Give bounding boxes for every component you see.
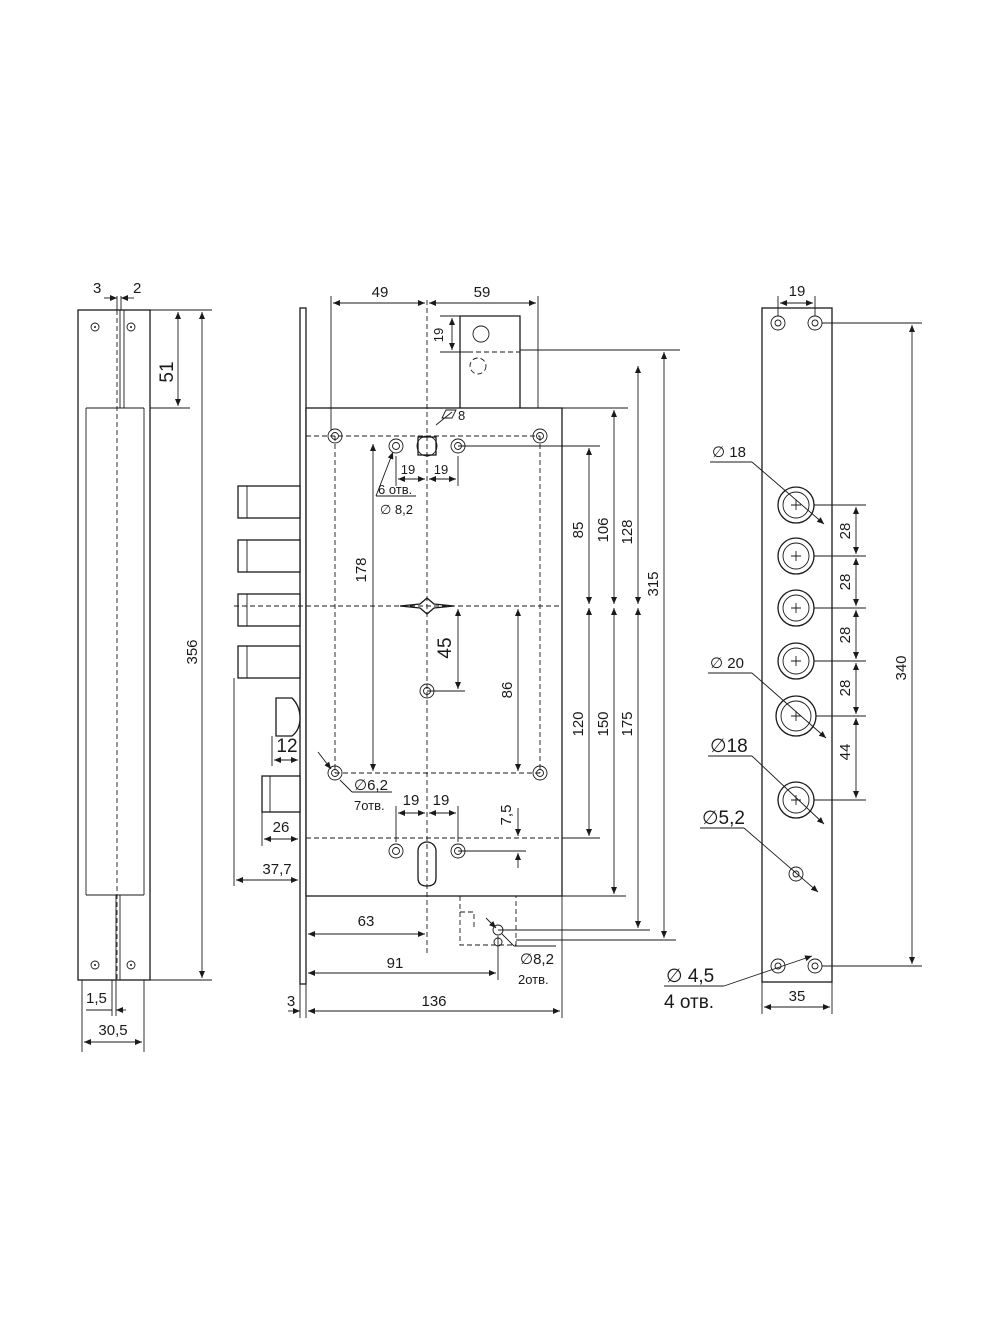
side-view: 3 2 51 356 1,5 30,5: [77, 280, 212, 1052]
front-faceplate-edge: [299, 307, 307, 985]
front-view: 49 59 19 8 19 19 6 отв. ∅ 8,2 178 45 86: [233, 284, 680, 1018]
strike-hole-2: [777, 537, 815, 575]
front-dim-7-5: 7,5: [498, 805, 515, 826]
front-dim-59: 59: [474, 284, 491, 301]
strike-dim-35: 35: [789, 988, 806, 1005]
front-holes-7: 7отв.: [354, 798, 385, 813]
strike-dim-19: 19: [789, 283, 806, 300]
front-dim-26: 26: [273, 819, 290, 836]
side-dim-2: 2: [133, 280, 141, 297]
strike-dia-18-bottom: ∅18: [710, 736, 748, 757]
latch-spindle: [399, 597, 455, 615]
side-faceplate: [77, 309, 151, 981]
lock-body: [305, 407, 563, 897]
front-dim-128: 128: [619, 519, 636, 544]
deadbolt-3: [237, 593, 301, 627]
front-dim-19-top: 19: [431, 328, 446, 342]
deadbolt-1: [237, 485, 301, 519]
front-dim-315: 315: [645, 571, 662, 596]
latch-bolt: [275, 697, 301, 737]
front-dim-49: 49: [372, 284, 389, 301]
front-dim-175: 175: [619, 711, 636, 736]
front-dim-19-a: 19: [401, 462, 415, 477]
side-screw-bottom-right: [126, 960, 136, 970]
strike-hole-6: [777, 781, 815, 819]
strike-holes-4: 4 отв.: [664, 992, 714, 1013]
strike-small-hole: [788, 866, 804, 882]
strike-plate: [761, 307, 833, 983]
strike-dim-28-b: 28: [837, 574, 854, 591]
deadbolts: [237, 485, 301, 679]
front-dim-3: 3: [287, 993, 295, 1010]
mount-hole-5: [327, 765, 343, 781]
front-dim-91: 91: [387, 955, 404, 972]
top-housing-hole: [472, 325, 490, 343]
front-holes-6: 6 отв.: [378, 482, 412, 497]
front-dim-86: 86: [499, 682, 516, 699]
front-hole-dia-8-2: ∅ 8,2: [380, 502, 413, 517]
front-dim-136: 136: [421, 993, 446, 1010]
mount-hole-3: [388, 438, 404, 454]
front-dim-150: 150: [595, 711, 612, 736]
bottom-latch-housing: [459, 896, 517, 946]
mount-hole-2: [532, 428, 548, 444]
strike-dim-44: 44: [837, 744, 854, 761]
strike-dim-28-c: 28: [837, 627, 854, 644]
cylinder-keyhole: [417, 841, 437, 887]
side-dim-51: 51: [157, 361, 178, 382]
front-dim-37-7: 37,7: [262, 861, 291, 878]
side-screw-top-right: [126, 322, 136, 332]
front-dim-19-b: 19: [434, 462, 448, 477]
strike-plate-view: 19 ∅ 18 ∅ 20 ∅18 ∅5,2 28 28 28 28 44: [664, 283, 922, 1014]
strike-dia-5-2: ∅5,2: [702, 808, 745, 829]
mount-hole-1: [327, 428, 343, 444]
front-dim-63: 63: [358, 913, 375, 930]
deadbolt-2: [237, 539, 301, 573]
front-dim-106: 106: [595, 517, 612, 542]
top-latch-housing: [459, 315, 521, 408]
strike-dim-340: 340: [893, 655, 910, 680]
front-dim-120: 120: [570, 711, 587, 736]
strike-hole-1: [777, 486, 815, 524]
strike-dia-18-top: ∅ 18: [712, 444, 746, 461]
front-dim-8: 8: [458, 408, 465, 423]
deadbolt-4: [237, 645, 301, 679]
strike-dim-28-d: 28: [837, 680, 854, 697]
side-screw-top-left: [90, 322, 100, 332]
side-screw-bottom-left: [90, 960, 100, 970]
mount-hole-8: [388, 843, 404, 859]
lower-bolt: [261, 775, 301, 813]
strike-dia-20: ∅ 20: [710, 655, 744, 672]
side-dim-30-5: 30,5: [98, 1022, 127, 1039]
spindle-square: [416, 435, 438, 457]
side-dim-3: 3: [93, 280, 101, 297]
mount-hole-6: [532, 765, 548, 781]
strike-screw-bottom-left: [770, 958, 786, 974]
strike-hole-3: [777, 589, 815, 627]
front-hole-dia-6-2: ∅6,2: [354, 777, 388, 794]
strike-dia-4-5: ∅ 4,5: [666, 966, 714, 987]
side-dim-356: 356: [184, 639, 201, 664]
strike-dim-28-a: 28: [837, 523, 854, 540]
strike-hole-4: [777, 642, 815, 680]
front-holes-2: 2отв.: [518, 972, 549, 987]
front-dim-19-d: 19: [433, 792, 450, 809]
front-hole-dia-8-2-b: ∅8,2: [520, 951, 554, 968]
front-dim-45: 45: [435, 637, 456, 658]
front-dim-12: 12: [276, 736, 297, 757]
front-dim-178: 178: [353, 557, 370, 582]
side-dim-1-5: 1,5: [86, 990, 107, 1007]
front-dim-85: 85: [570, 522, 587, 539]
front-dim-19-c: 19: [403, 792, 420, 809]
